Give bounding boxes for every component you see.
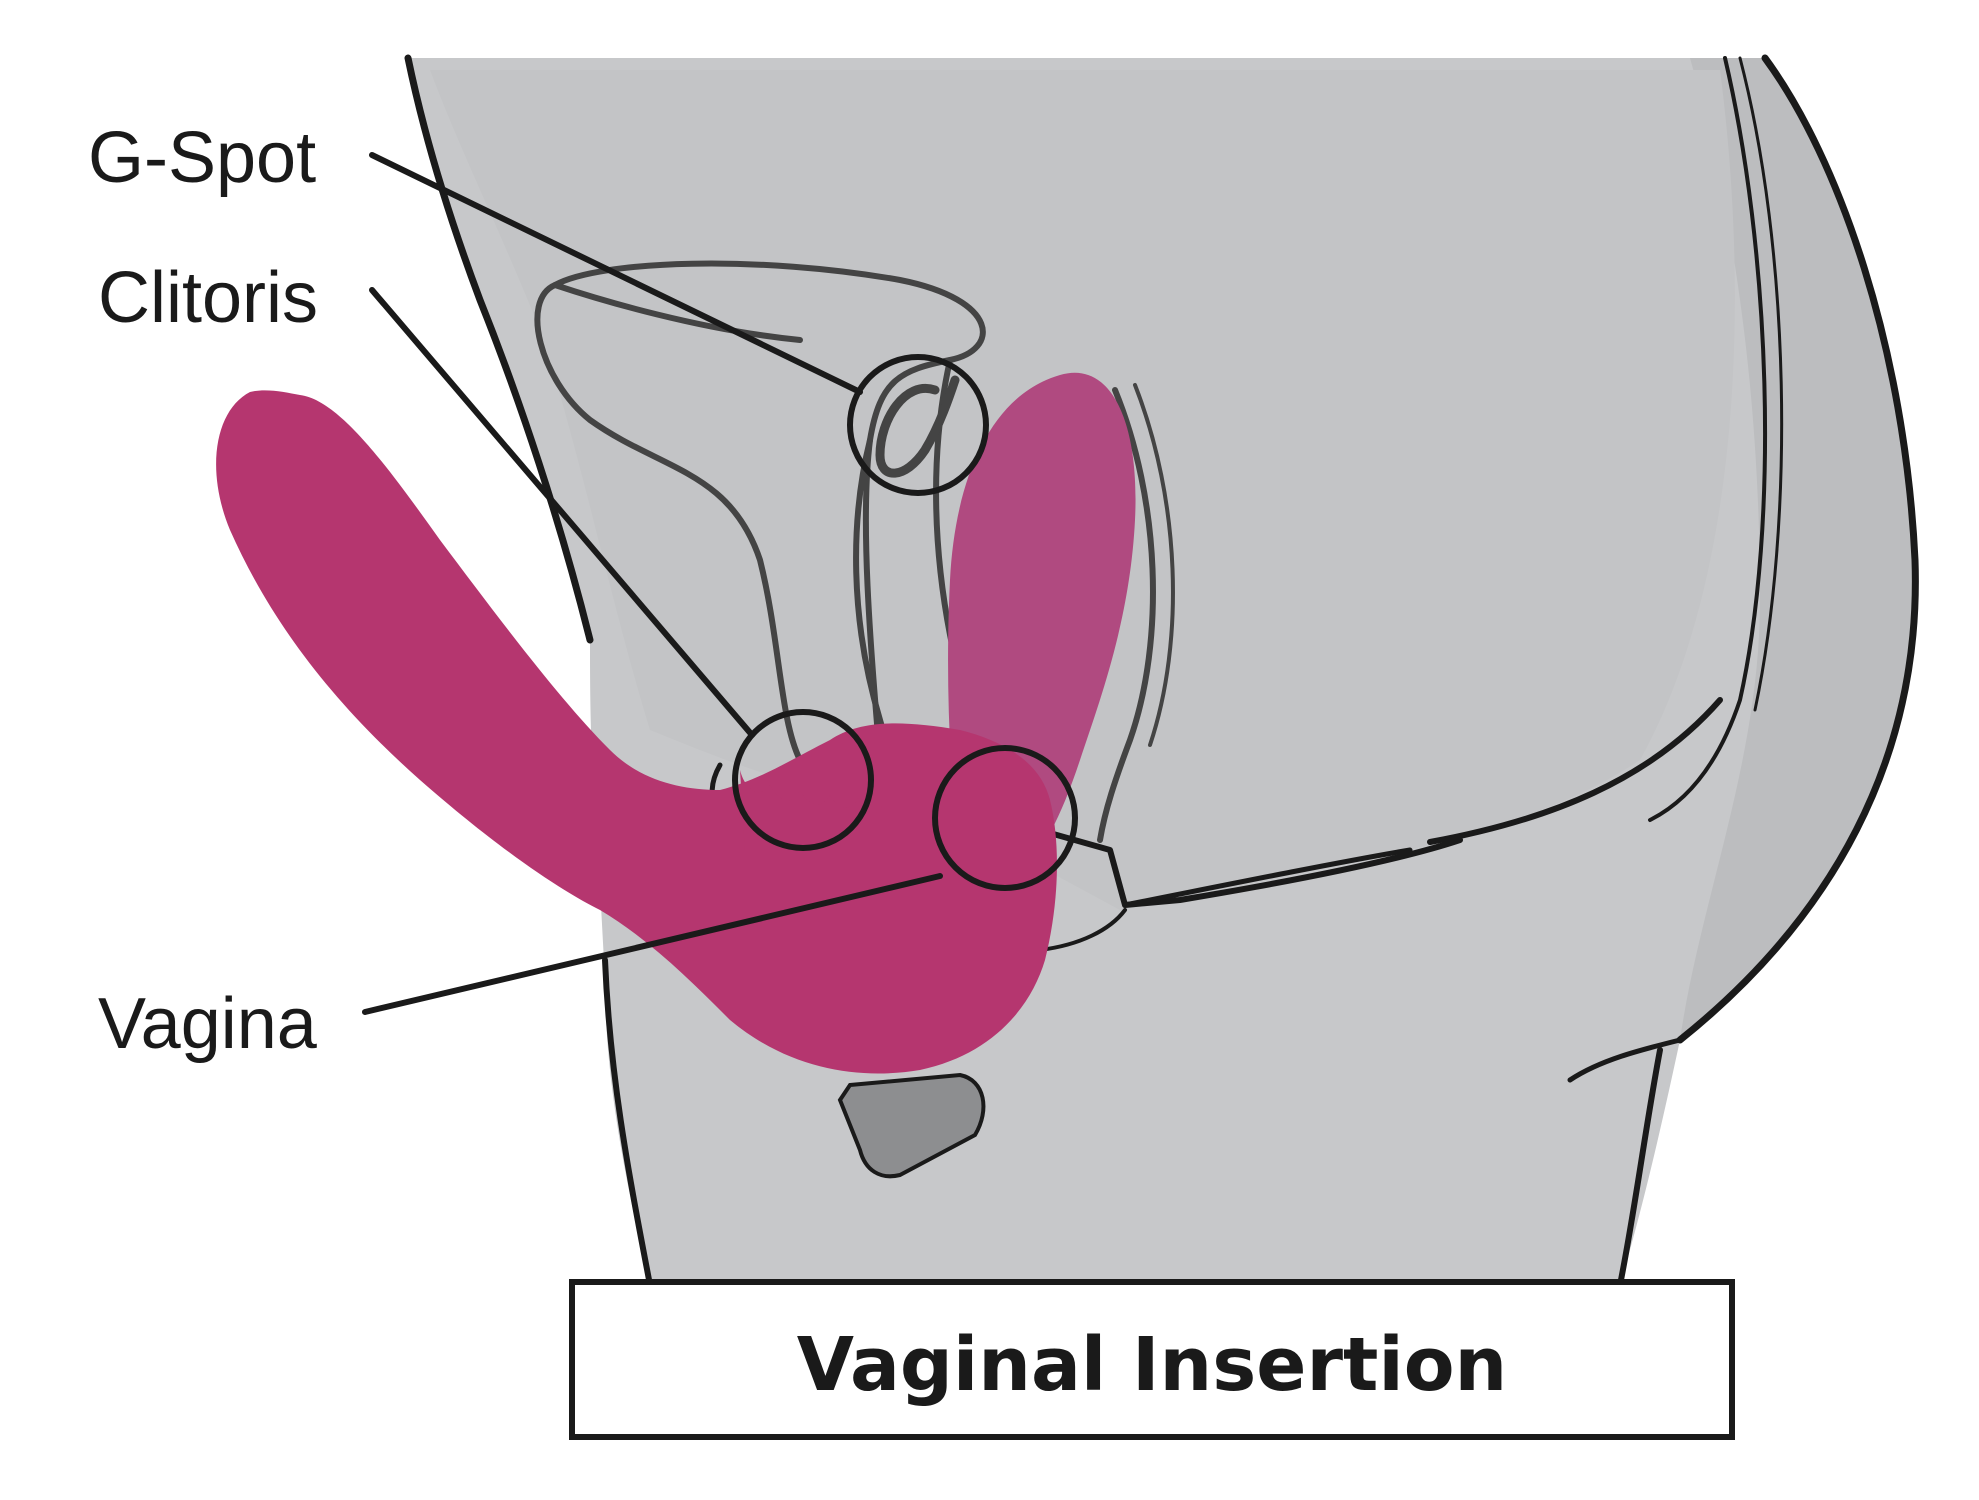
back-outline (1676, 54, 1919, 1044)
caption-box: Vaginal Insertion (569, 1279, 1735, 1440)
perineum-line-2 (1122, 847, 1413, 908)
bladder-outline (534, 282, 803, 763)
g-spot-leader (369, 152, 863, 395)
callout-circles (732, 354, 1078, 891)
spine-line (1648, 56, 1768, 822)
caption-frame (569, 1279, 1735, 1440)
leader-lines (362, 152, 943, 1015)
cervix-curl (875, 375, 960, 478)
rectum-outline-2 (1133, 383, 1175, 747)
vagina-leader (362, 873, 943, 1015)
buttock-shade (1680, 58, 1916, 1040)
uterus-outline (552, 260, 986, 763)
thigh-outline (602, 957, 653, 1288)
perineum-line (877, 782, 1463, 908)
g-spot-circle (847, 354, 989, 496)
vagina-label: Vagina (98, 984, 318, 1064)
thigh-back-outline (1617, 1047, 1663, 1288)
device-shaft (216, 390, 1057, 1074)
vulva-lower-outline (1038, 908, 1127, 952)
gluteal-fold (1567, 1037, 1683, 1083)
caption-title: Vaginal Insertion (797, 1322, 1507, 1408)
body-cross-section (404, 54, 1919, 1288)
abdomen-outline (404, 54, 594, 644)
rectum-outline (1097, 387, 1156, 843)
spine-line-2 (1738, 56, 1784, 712)
callout-labels: G-Spot Clitoris Vagina (88, 118, 318, 1064)
buttock-underside (1427, 697, 1723, 845)
bullet-vibrator (837, 1072, 986, 1179)
clitoris-leader (369, 287, 755, 738)
g-spot-label: G-Spot (88, 118, 316, 198)
clitoris-label: Clitoris (98, 258, 318, 338)
clitoris-circle (732, 709, 874, 851)
vagina-circle (932, 745, 1078, 891)
